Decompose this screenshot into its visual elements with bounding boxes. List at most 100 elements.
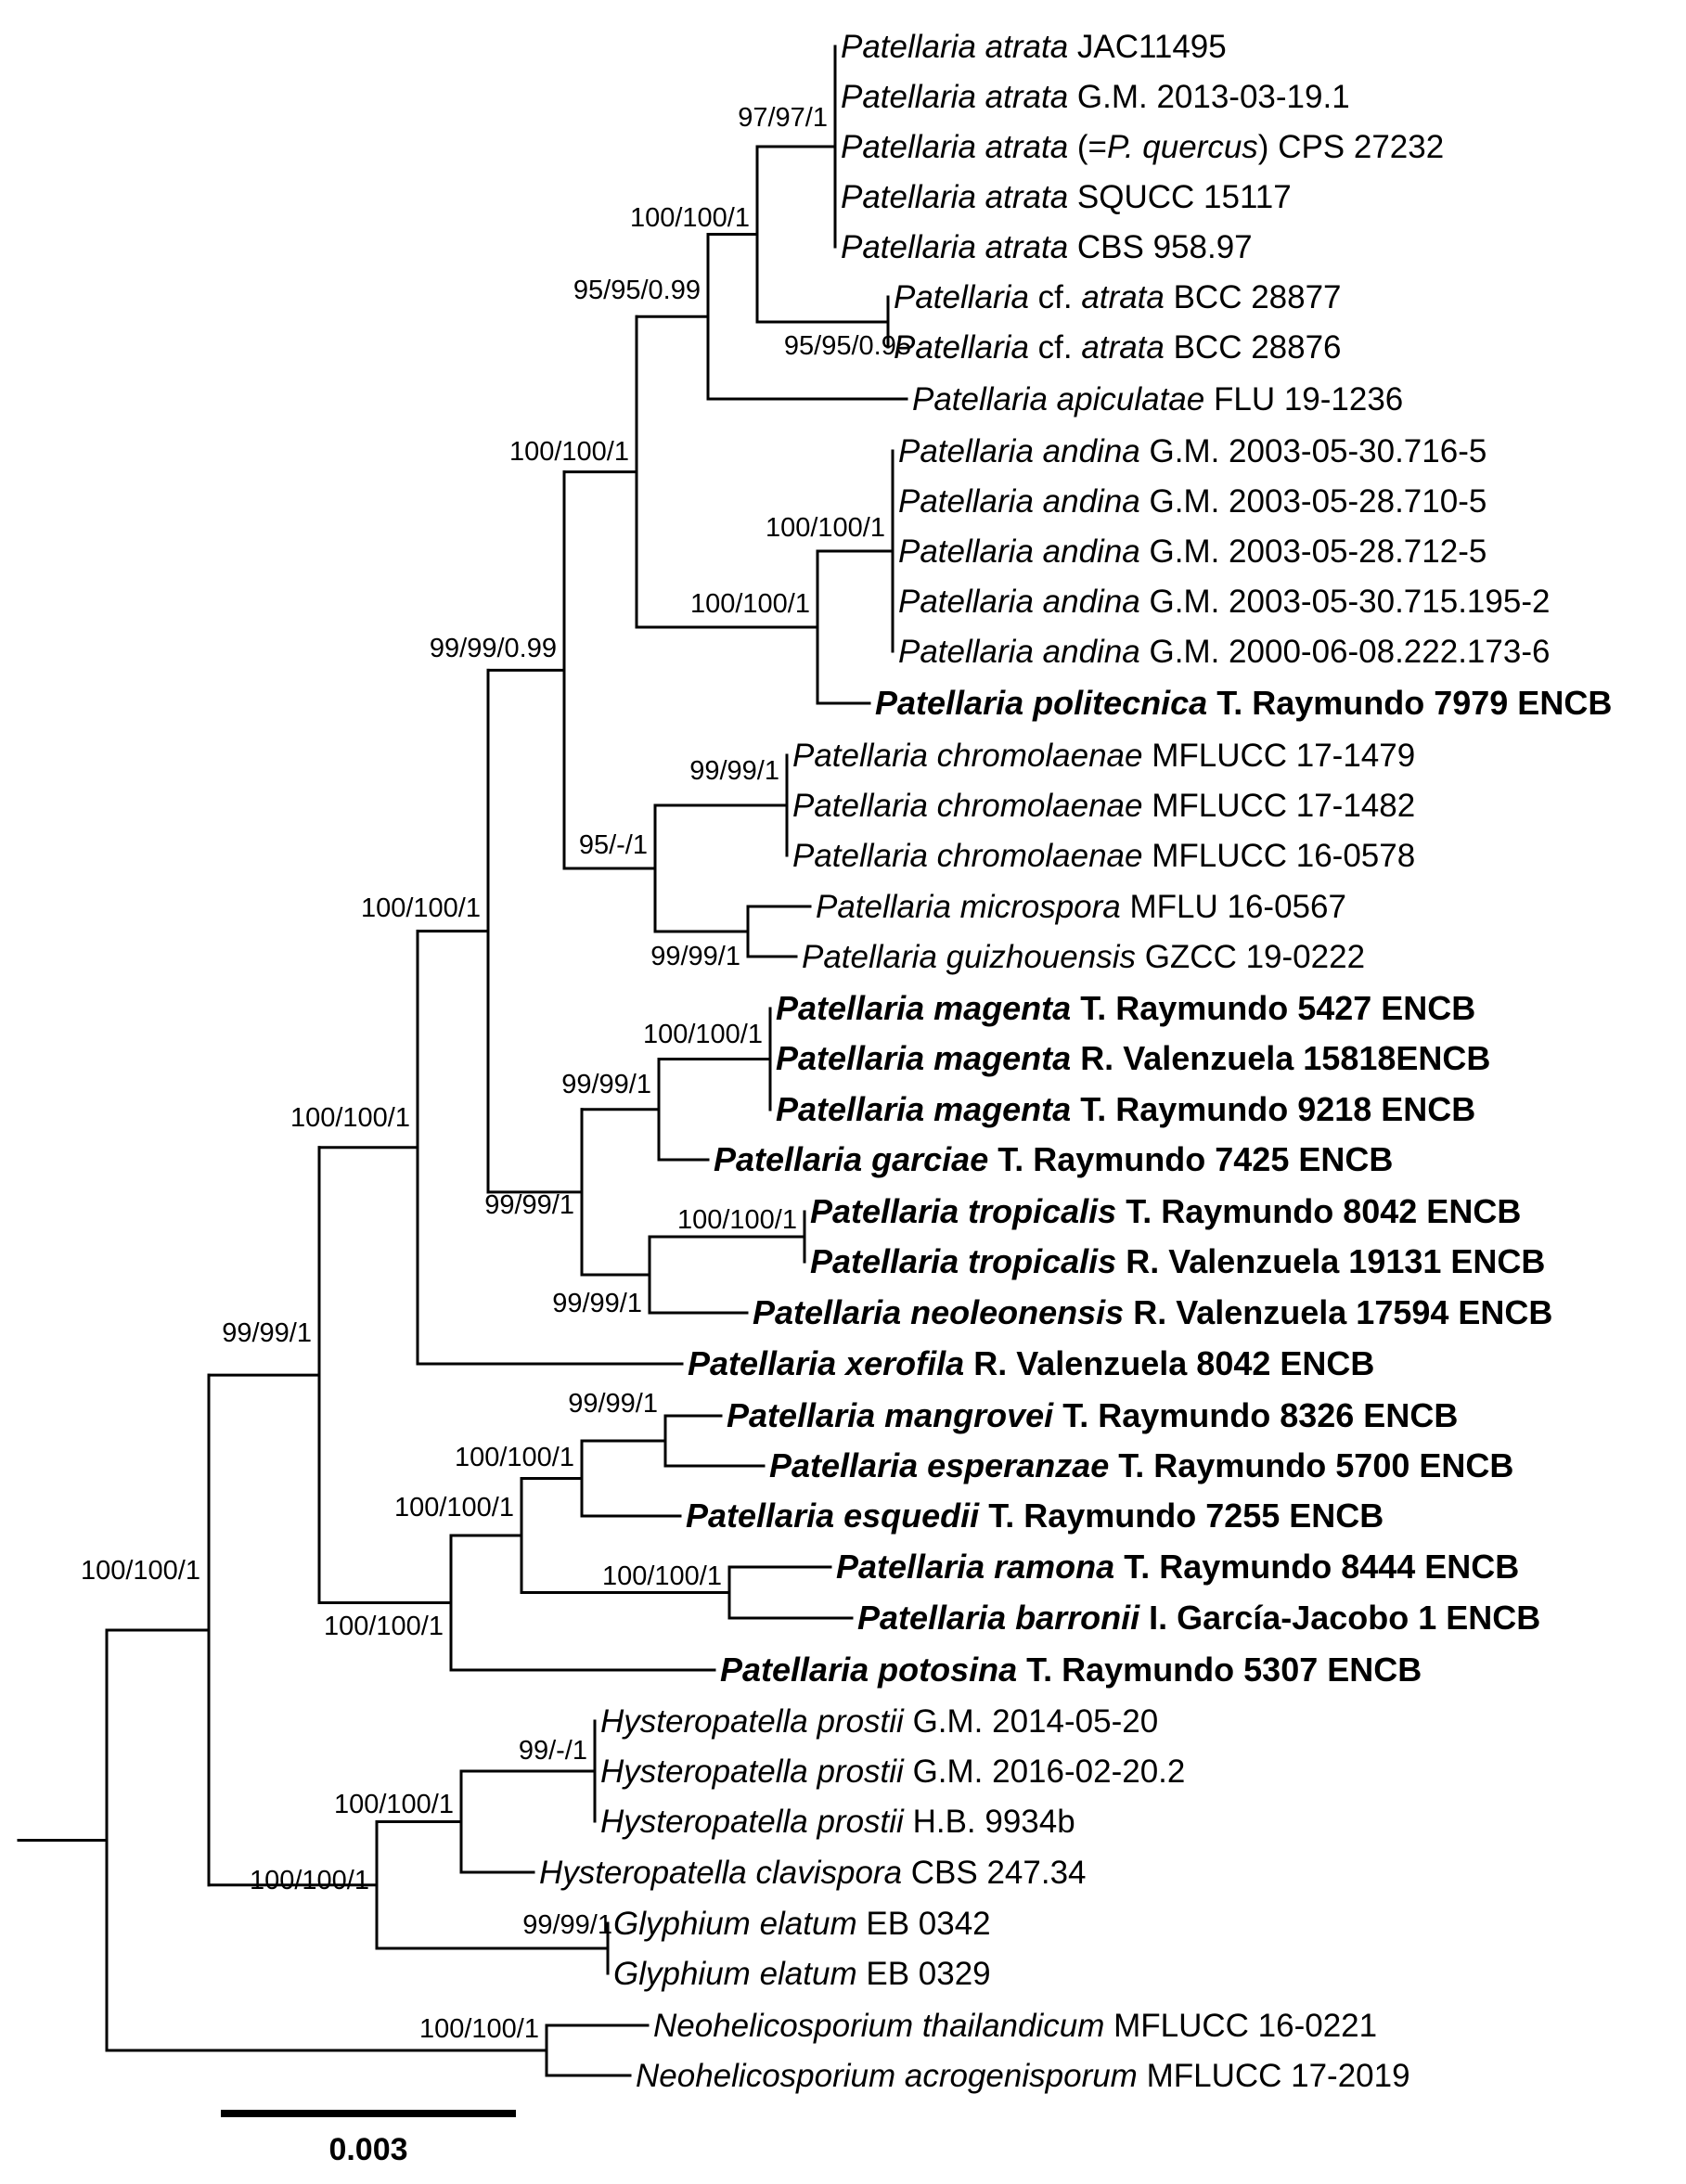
tip-label: Patellaria magenta T. Raymundo 9218 ENCB bbox=[776, 1090, 1475, 1128]
support-value: 100/100/1 bbox=[334, 1790, 454, 1819]
tip-label-part: andina bbox=[1043, 634, 1140, 670]
tip-label-part: G.M. 2003-05-30.715.195-2 bbox=[1150, 584, 1551, 620]
tip-label-part bbox=[1071, 989, 1080, 1027]
tip-label-part: Patellaria bbox=[841, 79, 976, 115]
tip-label-part: Patellaria bbox=[810, 1242, 959, 1280]
tip-label-part: Neohelicosporium bbox=[636, 2058, 895, 2094]
tip-label-part: cf. bbox=[1038, 279, 1073, 315]
tip-label-part bbox=[751, 1956, 760, 1992]
tip-label-part: T. Raymundo 8326 ENCB bbox=[1062, 1396, 1458, 1434]
tip-label-part: guizhouensis bbox=[946, 939, 1136, 975]
tip-label-part: Patellaria bbox=[720, 1651, 869, 1689]
tip-label-part: G.M. 2016-02-20.2 bbox=[913, 1754, 1186, 1790]
tip-label-part bbox=[836, 1344, 845, 1382]
tip-label: Patellaria chromolaenae MFLUCC 17-1482 bbox=[792, 788, 1415, 824]
tip-label: Patellaria mangrovei T. Raymundo 8326 EN… bbox=[727, 1396, 1458, 1434]
tip-label-part: Patellaria bbox=[841, 179, 976, 215]
tip-label-part bbox=[1140, 483, 1150, 520]
tip-label-part bbox=[862, 1140, 871, 1178]
tip-label: Hysteropatella prostii G.M. 2016-02-20.2 bbox=[600, 1754, 1185, 1790]
tip-label-part: esquedii bbox=[843, 1497, 980, 1535]
support-value: 100/100/1 bbox=[602, 1561, 722, 1591]
tip-label-part bbox=[937, 939, 946, 975]
tip-label-part: T. Raymundo 8444 ENCB bbox=[1124, 1548, 1519, 1586]
tip-label: Neohelicosporium thailandicum MFLUCC 16-… bbox=[653, 2008, 1377, 2044]
tip-label-part bbox=[857, 1906, 867, 1942]
tip-label-part bbox=[1165, 329, 1174, 366]
tip-label: Patellaria chromolaenae MFLUCC 17-1479 bbox=[792, 738, 1415, 774]
tip-label-part: Patellaria bbox=[898, 483, 1034, 520]
tip-label-part: Patellaria bbox=[810, 1192, 959, 1230]
tip-label-part: Patellaria bbox=[875, 684, 1023, 722]
tip-label-part: BCC 28877 bbox=[1174, 279, 1342, 315]
tip-label-part: atrata bbox=[1081, 329, 1165, 366]
tip-label-part bbox=[979, 1497, 988, 1535]
tip-label-part bbox=[1121, 889, 1130, 925]
tip-label-part bbox=[1034, 483, 1043, 520]
support-value: 99/99/1 bbox=[689, 756, 779, 786]
tip-label: Patellaria guizhouensis GZCC 19-0222 bbox=[802, 939, 1365, 975]
tip-label-part: Patellaria bbox=[898, 433, 1034, 469]
tip-label-part: Hysteropatella bbox=[539, 1855, 747, 1891]
tip-label: Patellaria politecnica T. Raymundo 7979 … bbox=[875, 684, 1612, 722]
support-value: 100/100/1 bbox=[394, 1493, 514, 1522]
tip-label-part: garciae bbox=[870, 1140, 988, 1178]
tip-label-part: atrata bbox=[985, 29, 1069, 65]
support-value: 100/100/1 bbox=[766, 513, 885, 543]
tip-label-part bbox=[1142, 838, 1152, 874]
tip-label-part: MFLUCC 17-1482 bbox=[1152, 788, 1415, 824]
tip-label-part: clavispora bbox=[755, 1855, 902, 1891]
tip-label-part: acrogenisporum bbox=[905, 2058, 1138, 2094]
tip-label-part: MFLU 16-0567 bbox=[1130, 889, 1346, 925]
tip-label-part bbox=[904, 1804, 913, 1840]
tip-label-part: atrata bbox=[1081, 279, 1165, 315]
tip-label-part bbox=[918, 1446, 927, 1484]
tip-label-part: Patellaria bbox=[816, 889, 951, 925]
tip-label-part: Glyphium bbox=[613, 1956, 751, 1992]
tip-label-part bbox=[1104, 2008, 1113, 2044]
support-value: 100/100/1 bbox=[643, 1020, 763, 1049]
tip-label-part bbox=[928, 838, 937, 874]
tip-label-part bbox=[924, 1090, 933, 1128]
support-value: 95/95/0.99 bbox=[573, 276, 701, 305]
tip-label-part: BCC 28876 bbox=[1174, 329, 1342, 366]
tip-label: Patellaria potosina T. Raymundo 5307 ENC… bbox=[720, 1651, 1422, 1689]
support-value: 99/99/1 bbox=[222, 1318, 312, 1348]
tip-label-part bbox=[1034, 634, 1043, 670]
support-value: 100/100/1 bbox=[361, 893, 481, 923]
tip-label-part bbox=[869, 1651, 878, 1689]
tip-label-part bbox=[1006, 1599, 1015, 1637]
tip-label-part: T. Raymundo 9218 ENCB bbox=[1080, 1090, 1475, 1128]
support-value: 100/100/1 bbox=[324, 1612, 444, 1641]
tip-label-part: R. Valenzuela 19131 ENCB bbox=[1126, 1242, 1545, 1280]
support-value: 100/100/1 bbox=[509, 437, 629, 467]
tip-label-part bbox=[951, 889, 960, 925]
support-value: 99/99/1 bbox=[484, 1190, 574, 1220]
scale-bar-label: 0.003 bbox=[328, 2132, 407, 2167]
tip-label-part: andina bbox=[1043, 483, 1140, 520]
tip-label: Patellaria apiculatae FLU 19-1236 bbox=[912, 381, 1403, 418]
tip-label-part: ) bbox=[1258, 129, 1269, 165]
tip-label-part bbox=[985, 1548, 994, 1586]
tip-label-part: Patellaria bbox=[686, 1497, 834, 1535]
tip-label-part bbox=[834, 1497, 843, 1535]
tip-label-part: Patellaria bbox=[894, 279, 1029, 315]
support-value: 99/-/1 bbox=[519, 1736, 587, 1766]
support-value: 99/99/1 bbox=[568, 1389, 658, 1419]
tip-label-part: T. Raymundo 8042 ENCB bbox=[1126, 1192, 1521, 1230]
tip-label-part bbox=[976, 29, 985, 65]
tip-label-part bbox=[875, 1396, 884, 1434]
tip-label-part bbox=[1140, 584, 1150, 620]
tip-label: Patellaria barronii I. García-Jacobo 1 E… bbox=[857, 1599, 1540, 1637]
tip-label: Patellaria atrata CBS 958.97 bbox=[841, 229, 1253, 265]
tip-label-part: Patellaria bbox=[802, 939, 937, 975]
tip-label-part: EB 0342 bbox=[866, 1906, 990, 1942]
support-value: 100/100/1 bbox=[677, 1205, 797, 1235]
tip-label: Patellaria tropicalis R. Valenzuela 1913… bbox=[810, 1242, 1545, 1280]
tip-label-part bbox=[747, 1855, 756, 1891]
tip-label-part: andina bbox=[1043, 433, 1140, 469]
tip-label-part: Patellaria bbox=[894, 329, 1029, 366]
tip-label-part bbox=[1165, 279, 1174, 315]
support-value: 95/-/1 bbox=[579, 830, 648, 860]
